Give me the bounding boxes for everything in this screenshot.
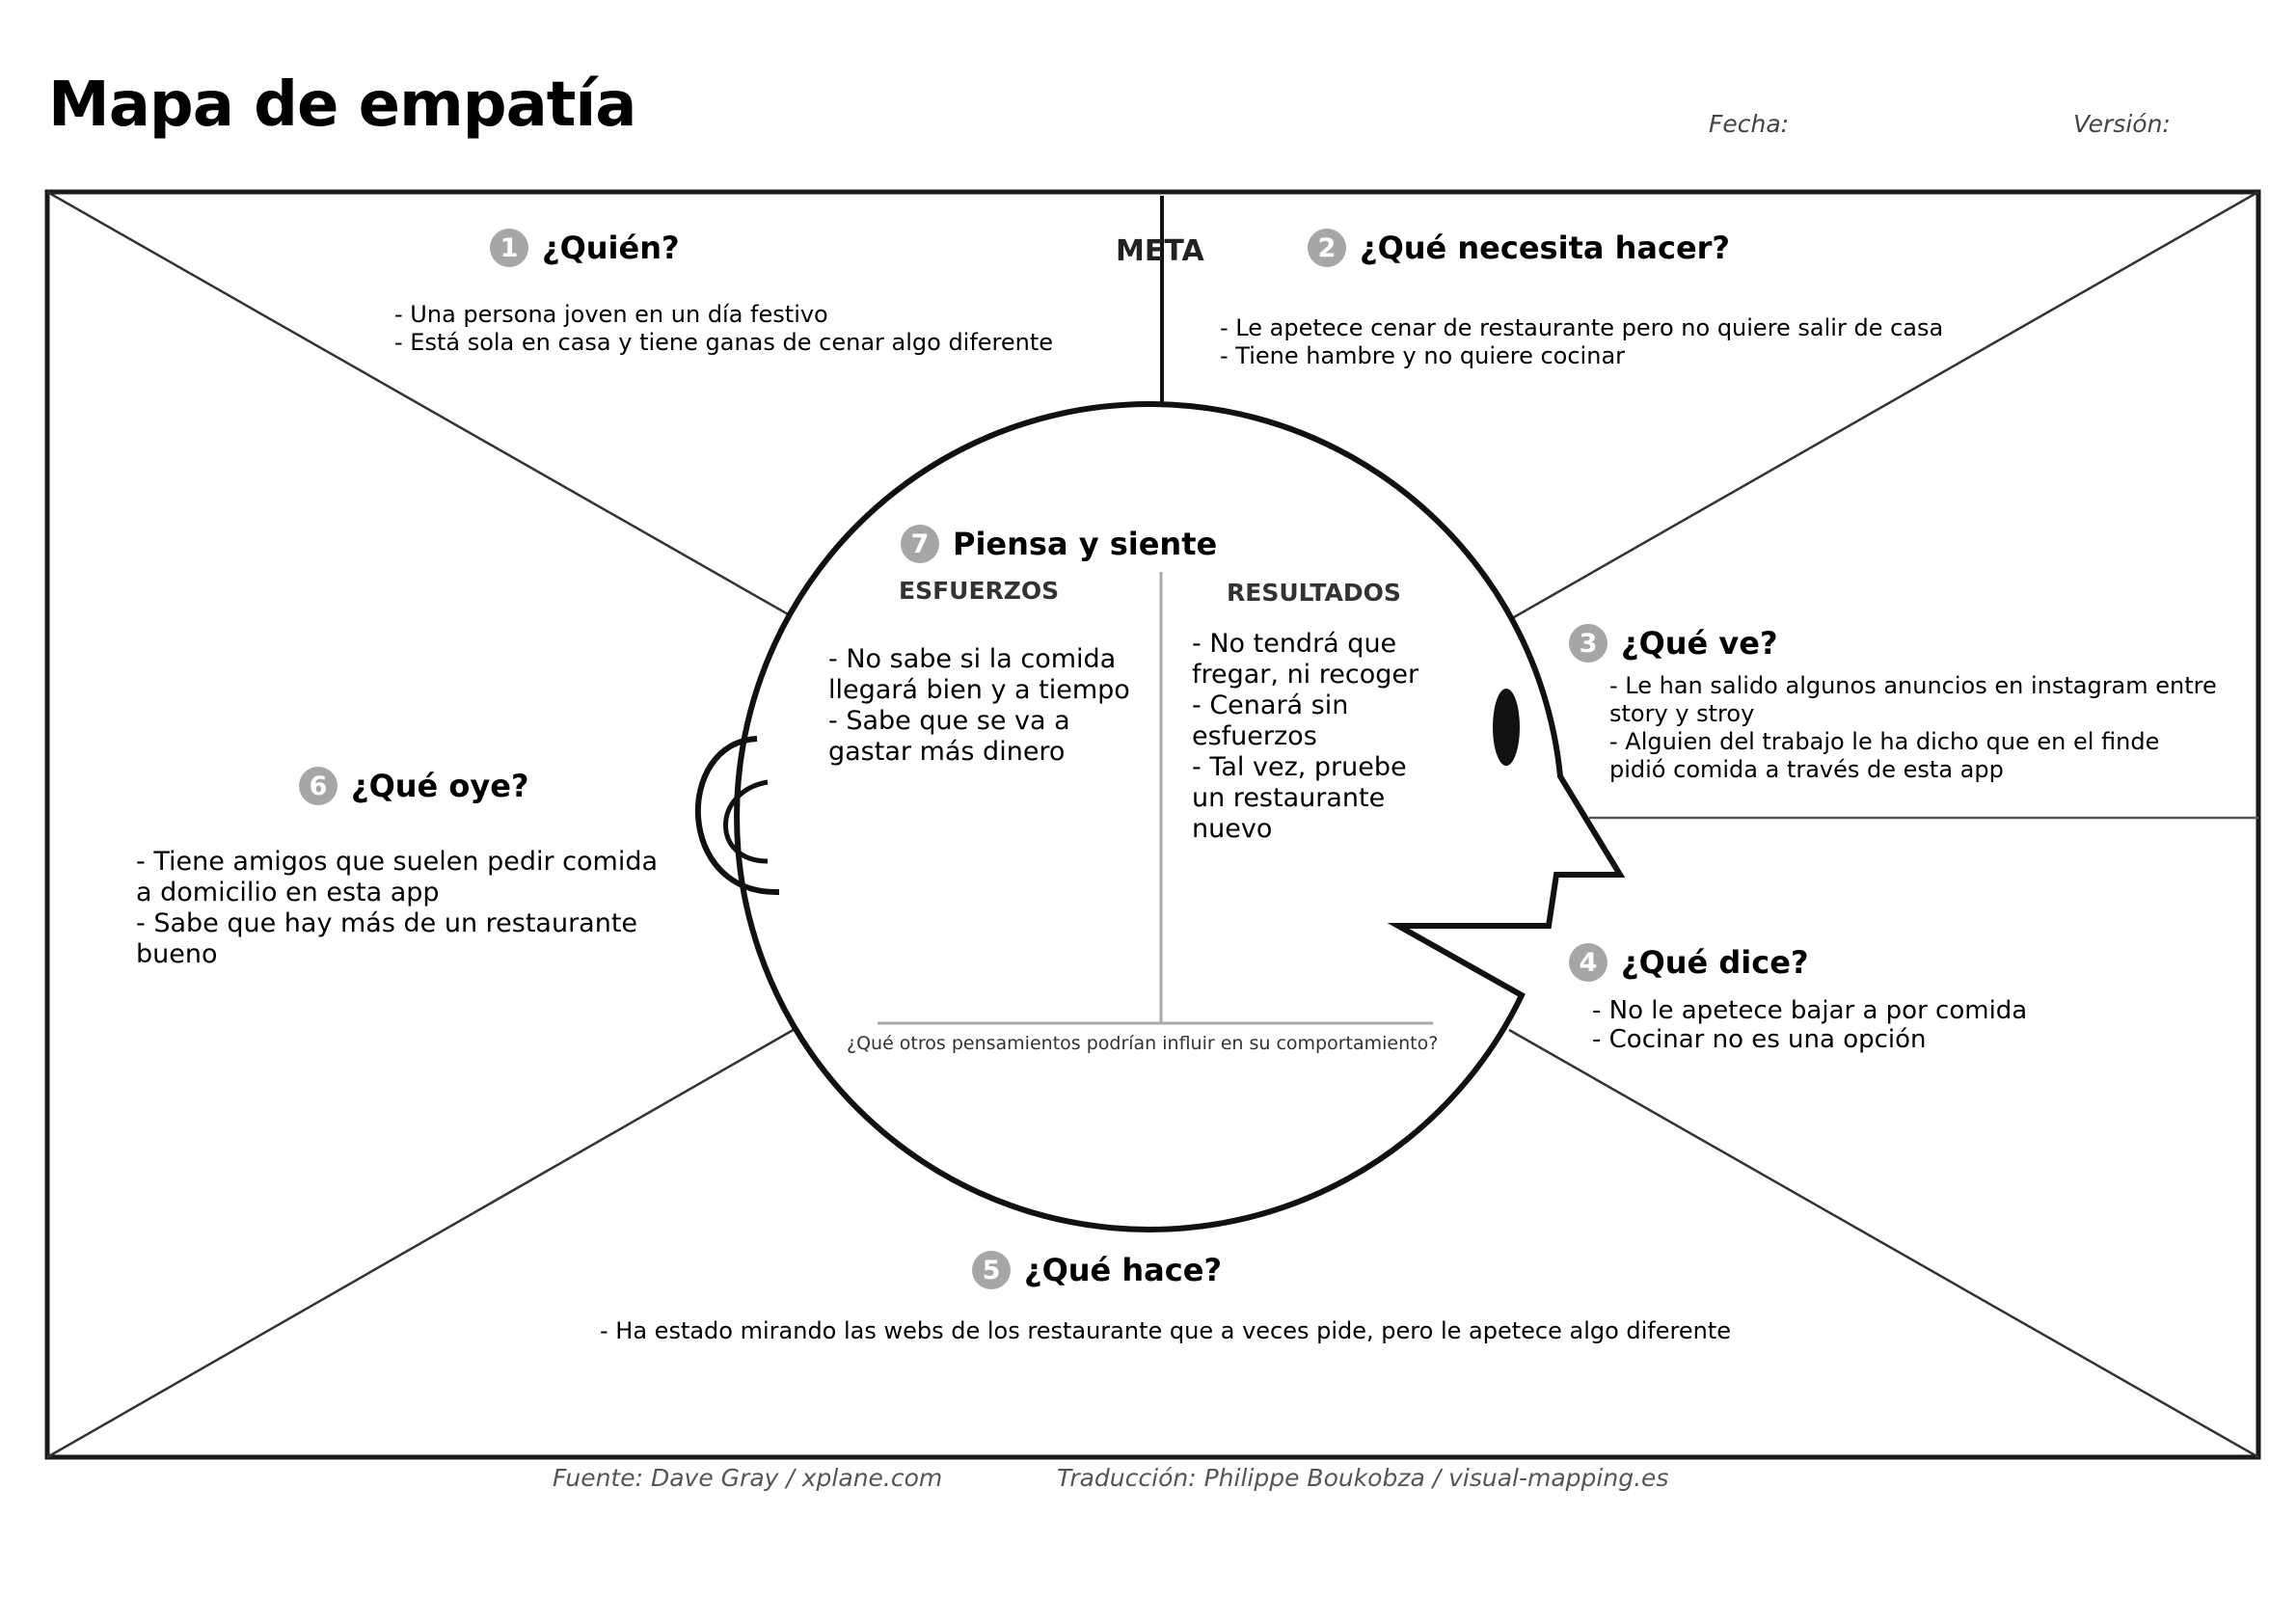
section-quien-heading: 1 ¿Quién? bbox=[490, 229, 680, 267]
resultados-label: RESULTADOS bbox=[1227, 579, 1401, 607]
footer-translation: Traducción: Philippe Boukobza / visual-m… bbox=[1057, 1464, 1669, 1492]
page-title: Mapa de empatía bbox=[48, 69, 636, 141]
section-ve-title: ¿Qué ve? bbox=[1621, 625, 1778, 662]
ear-icon bbox=[694, 736, 780, 896]
outer-frame bbox=[44, 189, 2261, 1460]
fecha-label: Fecha: bbox=[1709, 110, 1790, 138]
section-hace-heading: 5 ¿Qué hace? bbox=[972, 1251, 1222, 1289]
section-number-badge: 2 bbox=[1308, 229, 1346, 267]
diagonal-top-left bbox=[46, 190, 797, 621]
section-ve-text: - Le han salido algunos anuncios en inst… bbox=[1609, 672, 2217, 783]
section-dice-heading: 4 ¿Qué dice? bbox=[1569, 943, 1809, 982]
section-piensa-title: Piensa y siente bbox=[953, 526, 1218, 562]
section-dice-text: - No le apetece bajar a por comida - Coc… bbox=[1592, 996, 2028, 1054]
section-quien-title: ¿Quién? bbox=[542, 230, 680, 266]
section-hace-text: - Ha estado mirando las webs de los rest… bbox=[600, 1317, 1732, 1344]
section-ve-heading: 3 ¿Qué ve? bbox=[1569, 624, 1778, 663]
section-number-badge: 6 bbox=[299, 767, 338, 805]
section-number-badge: 3 bbox=[1569, 624, 1607, 663]
section-necesita-title: ¿Qué necesita hacer? bbox=[1360, 230, 1730, 266]
section-number-badge: 5 bbox=[972, 1251, 1011, 1289]
esfuerzos-text: - No sabe si la comida llegará bien y a … bbox=[828, 644, 1130, 767]
diagonal-top-right bbox=[1513, 190, 2259, 619]
meta-label: META bbox=[1116, 234, 1204, 268]
section-necesita-heading: 2 ¿Qué necesita hacer? bbox=[1308, 229, 1730, 267]
section-dice-title: ¿Qué dice? bbox=[1621, 944, 1809, 981]
section-piensa-heading: 7 Piensa y siente bbox=[901, 525, 1217, 563]
section-number-badge: 4 bbox=[1569, 943, 1607, 982]
diagonal-bottom-right bbox=[1508, 1028, 2259, 1459]
pensamientos-question: ¿Qué otros pensamientos podrían influir … bbox=[847, 1033, 1439, 1054]
footer-source: Fuente: Dave Gray / xplane.com bbox=[553, 1464, 943, 1492]
diagonal-bottom-left bbox=[46, 1026, 797, 1459]
section-quien-text: - Una persona joven en un día festivo - … bbox=[394, 301, 1054, 356]
eye-icon bbox=[1493, 689, 1520, 766]
section-necesita-text: - Le apetece cenar de restaurante pero n… bbox=[1220, 314, 1944, 369]
resultados-text: - No tendrá que fregar, ni recoger - Cen… bbox=[1192, 629, 1419, 844]
section-oye-title: ¿Qué oye? bbox=[351, 768, 529, 804]
version-label: Versión: bbox=[2073, 110, 2171, 138]
section-hace-title: ¿Qué hace? bbox=[1024, 1252, 1222, 1288]
esfuerzos-label: ESFUERZOS bbox=[899, 577, 1060, 605]
section-number-badge: 1 bbox=[490, 229, 528, 267]
ear-inner-icon bbox=[723, 779, 769, 864]
section-oye-heading: 6 ¿Qué oye? bbox=[299, 767, 529, 805]
section-oye-text: - Tiene amigos que suelen pedir comida a… bbox=[136, 847, 659, 969]
section-number-badge: 7 bbox=[901, 525, 939, 563]
